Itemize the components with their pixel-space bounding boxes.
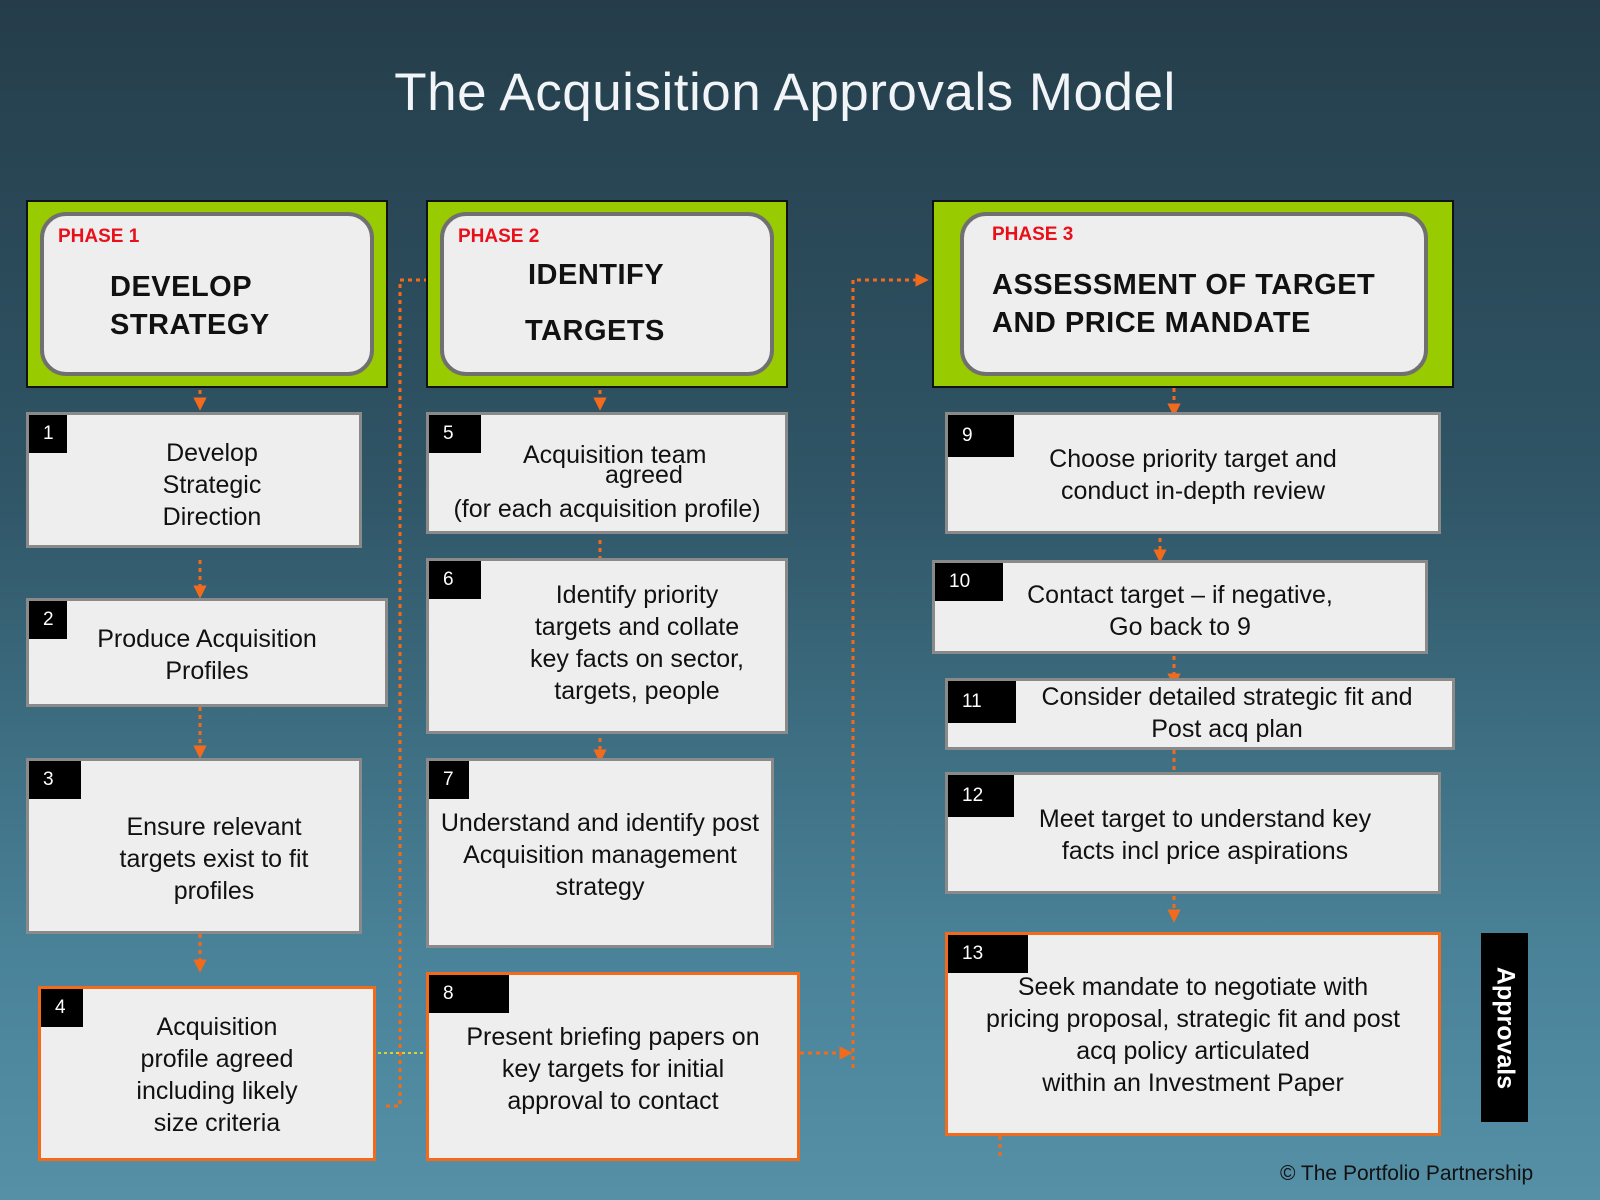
copyright-footer: © The Portfolio Partnership [1280, 1162, 1534, 1185]
step-text: Develop Strategic Direction [162, 439, 262, 531]
step-text: Identify priority targets and collate ke… [530, 581, 744, 705]
phase-3-name: ASSESSMENT OF TARGET AND PRICE MANDATE [992, 269, 1376, 339]
step-11: 11 Consider detailed strategic fit and P… [945, 678, 1455, 750]
step-6: 6 Identify priority targets and collate … [426, 558, 788, 734]
step-text: Consider detailed strategic fit and Post… [1041, 683, 1413, 743]
step-text: Contact target – if negative, Go back to… [1027, 581, 1333, 641]
approvals-badge: Approvals [1481, 933, 1528, 1122]
step-text: Acquisition profile agreed including lik… [136, 1013, 298, 1137]
step-5: 5 Acquisition team agreed (for each acqu… [426, 412, 788, 534]
step-number: 11 [948, 681, 1016, 723]
phase-3-card: PHASE 3 ASSESSMENT OF TARGET AND PRICE M… [960, 212, 1428, 376]
step-7: 7 Understand and identify post Acquisiti… [426, 758, 774, 948]
page-title: The Acquisition Approvals Model [394, 63, 1176, 122]
step-10: 10 Contact target – if negative, Go back… [932, 560, 1428, 654]
step-1: 1 Develop Strategic Direction [26, 412, 362, 548]
phase-2-name-line2: TARGETS [525, 315, 665, 347]
step-text: Choose priority target and conduct in-de… [1049, 445, 1337, 505]
step-number: 2 [29, 601, 67, 639]
phase-3-label: PHASE 3 [992, 224, 1074, 245]
phase-2-card: PHASE 2 IDENTIFY TARGETS [440, 212, 774, 376]
step-number: 10 [935, 563, 1003, 601]
phase-1-header: PHASE 1 DEVELOP STRATEGY [26, 200, 388, 388]
step-number: 5 [429, 415, 481, 453]
step-number: 6 [429, 561, 481, 599]
step-number: 12 [948, 775, 1014, 817]
step-9: 9 Choose priority target and conduct in-… [945, 412, 1441, 534]
step-number: 8 [429, 975, 509, 1013]
step-text-line3: (for each acquisition profile) [453, 495, 761, 523]
step-text: Seek mandate to negotiate with pricing p… [985, 973, 1401, 1097]
step-3: 3 Ensure relevant targets exist to fit p… [26, 758, 362, 934]
step-number: 1 [29, 415, 67, 453]
phase-1-card: PHASE 1 DEVELOP STRATEGY [40, 212, 374, 376]
step-number: 3 [29, 761, 81, 799]
step-number: 4 [41, 989, 83, 1027]
step-number: 7 [429, 761, 469, 799]
arrow-step4-phase2 [386, 273, 451, 1108]
step-text: Present briefing papers on key targets f… [466, 1023, 760, 1115]
phase-2-name-line1: IDENTIFY [528, 259, 665, 291]
step-text: Ensure relevant targets exist to fit pro… [119, 813, 309, 905]
step-text-line1: Acquisition team [523, 441, 707, 469]
step-13: 13 Seek mandate to negotiate with pricin… [945, 932, 1441, 1136]
step-text: Meet target to understand key facts incl… [1038, 805, 1372, 865]
step-text: Produce Acquisition Profiles [97, 625, 317, 685]
step-text-line2: agreed [605, 461, 683, 489]
step-12: 12 Meet target to understand key facts i… [945, 772, 1441, 894]
step-number: 9 [948, 415, 1014, 457]
phase-2-label: PHASE 2 [458, 226, 540, 247]
step-number: 13 [948, 935, 1028, 973]
phase-1-label: PHASE 1 [58, 226, 140, 247]
step-8: 8 Present briefing papers on key targets… [426, 972, 800, 1161]
approvals-label: Approvals [1491, 966, 1519, 1089]
phase-2-header: PHASE 2 IDENTIFY TARGETS [426, 200, 788, 388]
step-text: Understand and identify post Acquisition… [440, 809, 760, 901]
phase-1-name: DEVELOP STRATEGY [110, 271, 270, 341]
step-4: 4 Acquisition profile agreed including l… [38, 986, 376, 1161]
phase-3-header: PHASE 3 ASSESSMENT OF TARGET AND PRICE M… [932, 200, 1454, 388]
step-2: 2 Produce Acquisition Profiles [26, 598, 388, 707]
arrow-to-phase3 [851, 273, 929, 1068]
